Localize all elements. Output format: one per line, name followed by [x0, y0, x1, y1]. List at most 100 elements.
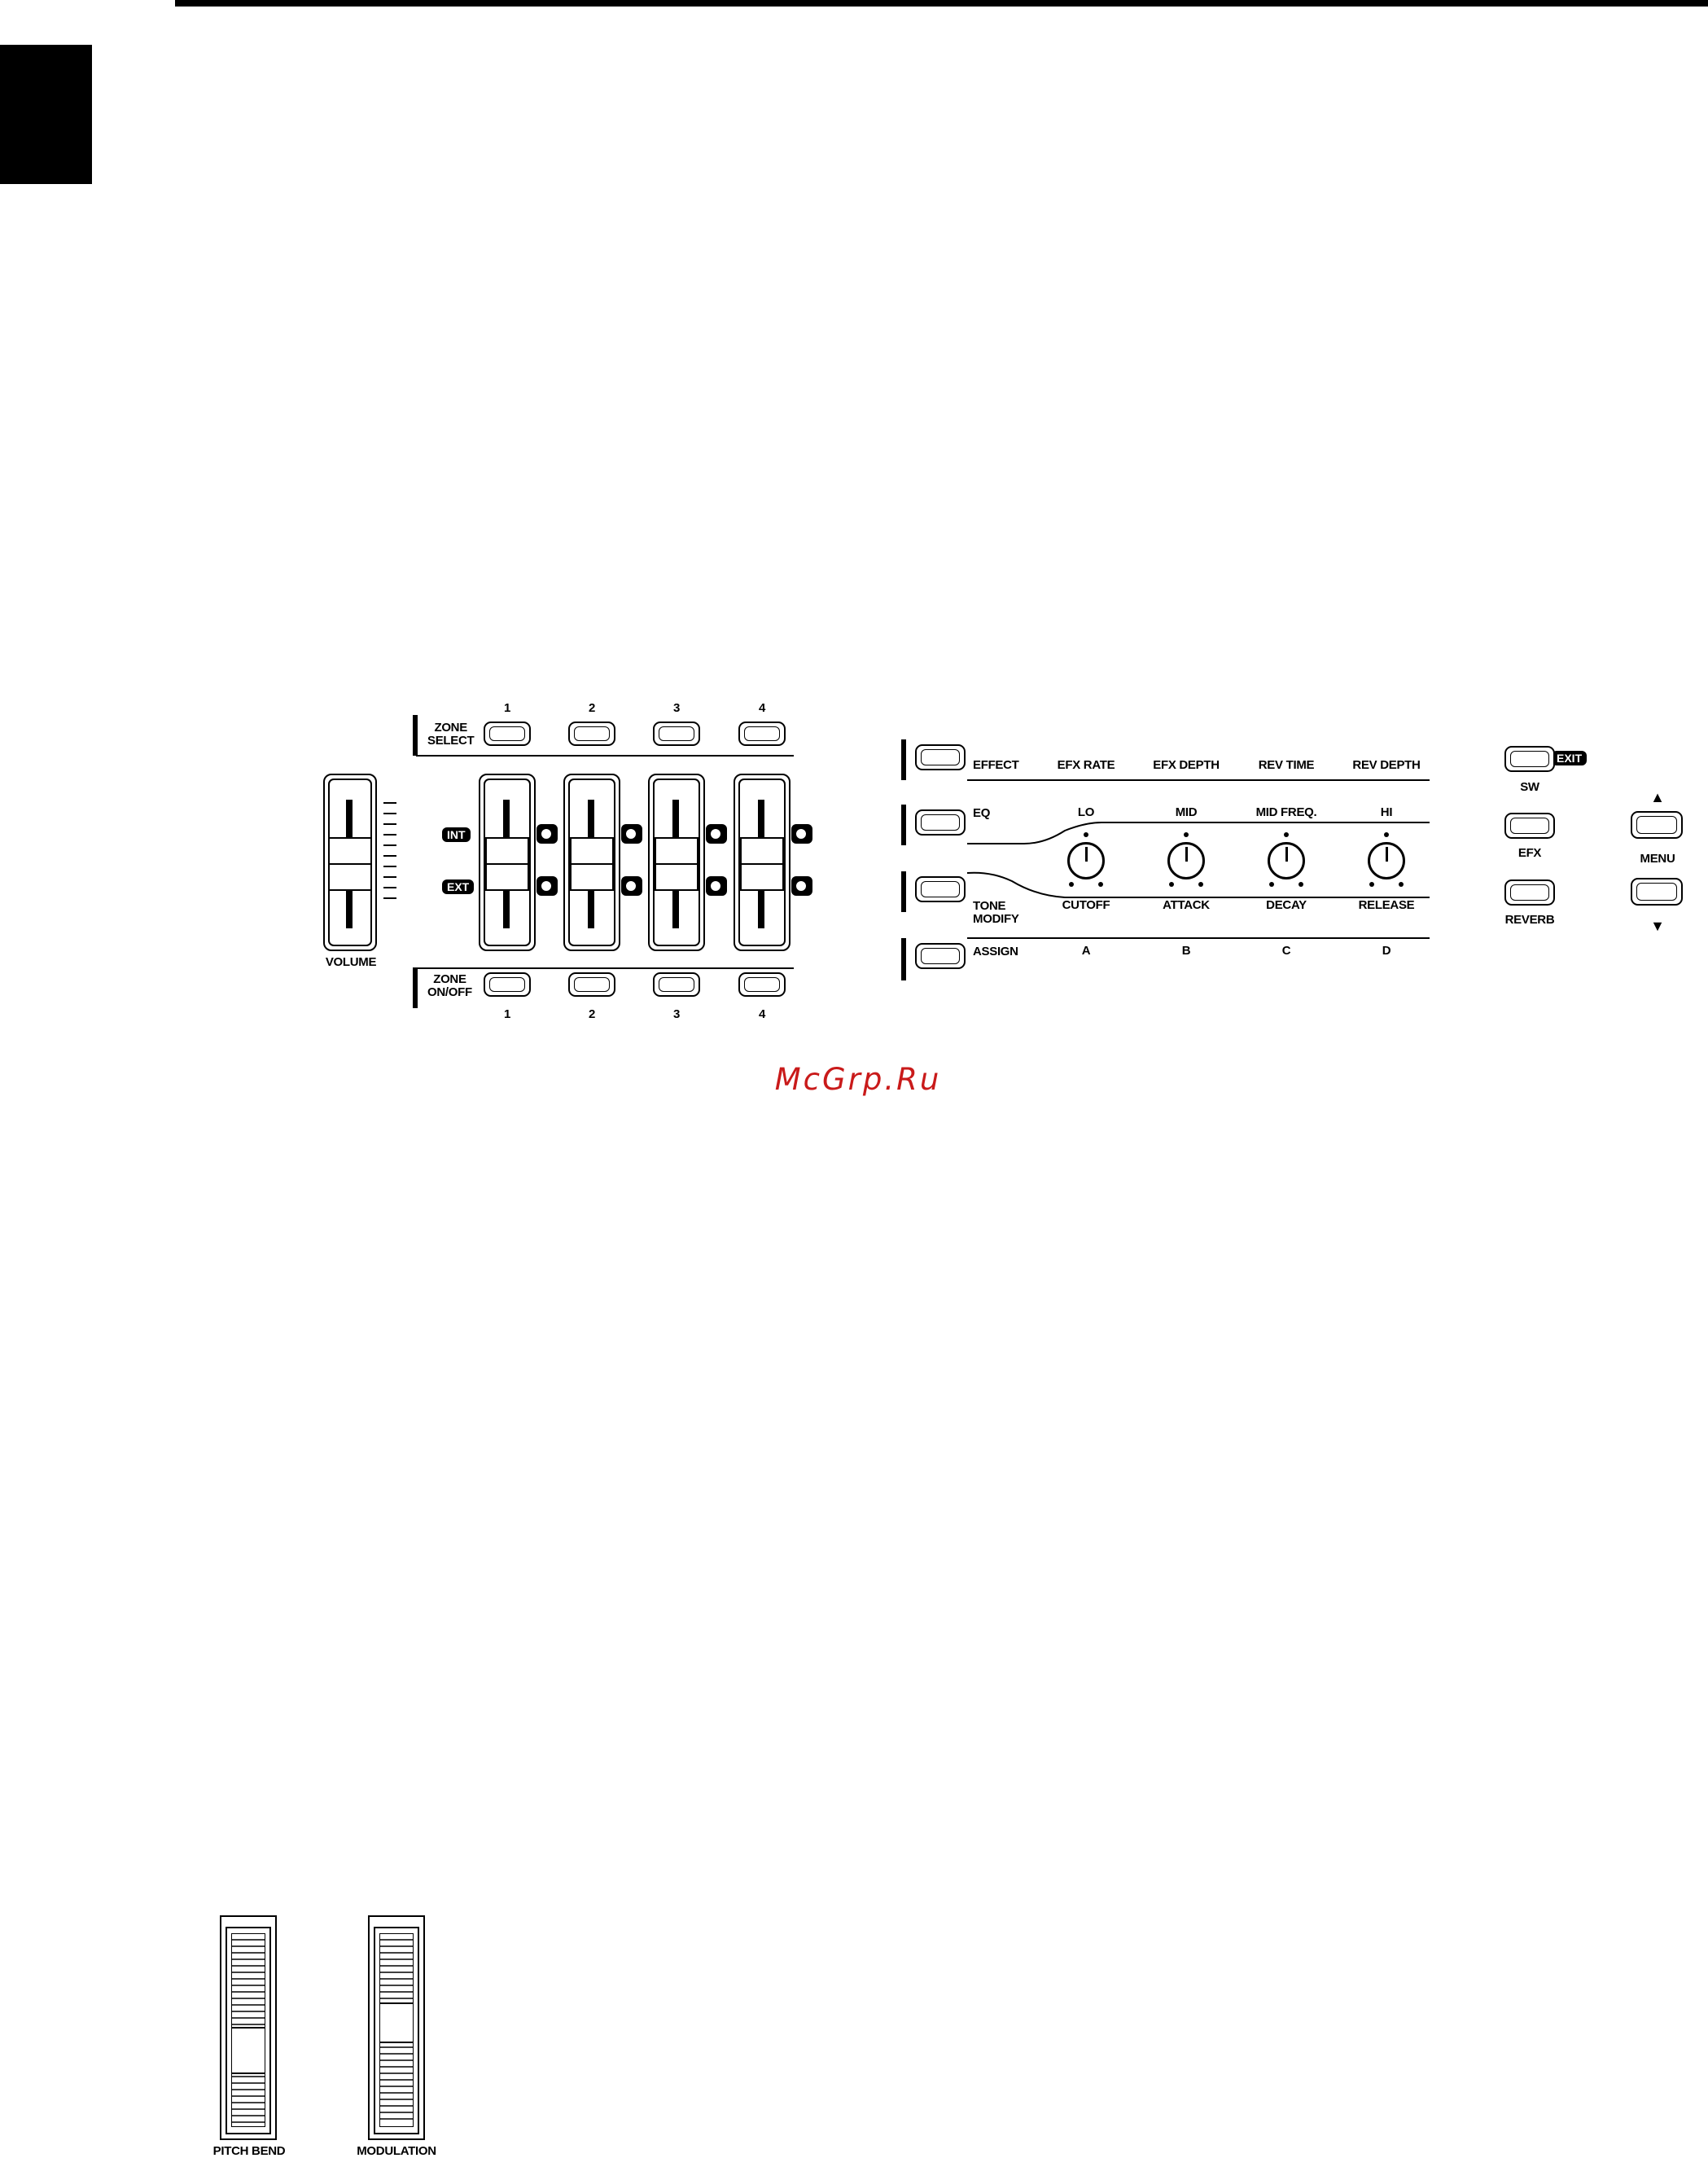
zone-onoff-number: 1: [504, 1008, 510, 1021]
assign-label: ASSIGN: [973, 945, 1018, 958]
zone-select-number: 2: [589, 702, 595, 715]
assign-param: B: [1182, 945, 1191, 958]
volume-slider-knob[interactable]: [328, 837, 372, 891]
knob-max-dot: [1399, 882, 1404, 887]
menu-up-button[interactable]: [1631, 811, 1683, 839]
tone-modify-param: CUTOFF: [1062, 899, 1110, 912]
efx-button[interactable]: [1504, 813, 1555, 839]
zone-select-button-2[interactable]: [568, 722, 615, 746]
zone-slider-1[interactable]: [479, 774, 536, 951]
ext-led-4: [791, 876, 812, 896]
volume-scale: [383, 802, 396, 899]
zone-slider-3[interactable]: [648, 774, 705, 951]
zone-select-number: 3: [673, 702, 680, 715]
zone-onoff-number: 3: [673, 1008, 680, 1021]
ext-label: EXT: [442, 879, 474, 894]
sw-label: SW: [1520, 781, 1539, 794]
knob-3[interactable]: [1268, 842, 1305, 879]
zone-slider-2[interactable]: [563, 774, 620, 951]
eq-param: MID: [1176, 806, 1198, 819]
zone-select-button-4[interactable]: [738, 722, 786, 746]
knob-top-dot: [1084, 832, 1088, 837]
down-arrow-icon: ▼: [1650, 919, 1665, 933]
menu-down-button[interactable]: [1631, 878, 1683, 906]
int-label: INT: [442, 827, 471, 842]
ext-led-2: [621, 876, 642, 896]
knob-min-dot: [1269, 882, 1274, 887]
zone-onoff-number: 4: [759, 1008, 765, 1021]
knob-1[interactable]: [1067, 842, 1105, 879]
zone-slider-knob[interactable]: [570, 837, 614, 891]
assign-param: D: [1382, 945, 1391, 958]
watermark: McGrp.Ru: [775, 1062, 942, 1097]
ext-led-3: [706, 876, 727, 896]
int-led-3: [706, 824, 727, 844]
effect-param: EFX RATE: [1058, 759, 1115, 772]
knob-min-dot: [1369, 882, 1374, 887]
pitch-bend-label: PITCH BEND: [213, 2145, 286, 2158]
int-led-2: [621, 824, 642, 844]
int-led-4: [791, 824, 812, 844]
zone-onoff-button-2[interactable]: [568, 972, 615, 997]
int-led-1: [536, 824, 558, 844]
knob-4[interactable]: [1368, 842, 1405, 879]
zone-onoff-number: 2: [589, 1008, 595, 1021]
zone-onoff-label: ZONEON/OFF: [427, 973, 472, 999]
knob-min-dot: [1169, 882, 1174, 887]
knob-max-dot: [1299, 882, 1303, 887]
tone-modify-param: ATTACK: [1163, 899, 1210, 912]
zone-slider-knob[interactable]: [485, 837, 529, 891]
top-rule: [175, 0, 1708, 7]
knob-top-dot: [1284, 832, 1289, 837]
zone-select-button-3[interactable]: [653, 722, 700, 746]
effect-label: EFFECT: [973, 759, 1019, 772]
volume-slider[interactable]: [323, 774, 377, 951]
efx-label: EFX: [1518, 847, 1541, 860]
modulation-ridges: [379, 1933, 414, 2127]
effect-button[interactable]: [915, 744, 966, 770]
zone-onoff-button-1[interactable]: [484, 972, 531, 997]
modulation-wheel[interactable]: [368, 1915, 425, 2140]
zone-select-number: 4: [759, 702, 765, 715]
assign-param: A: [1082, 945, 1091, 958]
up-arrow-icon: ▲: [1650, 790, 1665, 805]
exit-label: EXIT: [1552, 751, 1587, 765]
zone-select-button-1[interactable]: [484, 722, 531, 746]
zone-slider-knob[interactable]: [655, 837, 699, 891]
zone-slider-knob[interactable]: [740, 837, 784, 891]
assign-param: C: [1282, 945, 1291, 958]
effect-param: REV DEPTH: [1352, 759, 1420, 772]
sw-button[interactable]: [1504, 746, 1555, 772]
zone-onoff-bracket: [413, 967, 418, 1008]
zone-slider-4[interactable]: [734, 774, 790, 951]
eq-param: LO: [1078, 806, 1094, 819]
eq-param: MID FREQ.: [1256, 806, 1317, 819]
modulation-label: MODULATION: [357, 2145, 436, 2158]
tone-modify-param: RELEASE: [1359, 899, 1415, 912]
knob-max-dot: [1098, 882, 1103, 887]
ext-led-1: [536, 876, 558, 896]
zone-select-number: 1: [504, 702, 510, 715]
effect-param: REV TIME: [1259, 759, 1314, 772]
knob-2[interactable]: [1167, 842, 1205, 879]
zone-select-rule: [416, 755, 794, 757]
zone-onoff-rule: [416, 967, 794, 969]
tone-modify-param: DECAY: [1266, 899, 1307, 912]
knob-max-dot: [1198, 882, 1203, 887]
knob-top-dot: [1184, 832, 1189, 837]
assign-button[interactable]: [915, 943, 966, 969]
reverb-button[interactable]: [1504, 879, 1555, 906]
volume-label: VOLUME: [326, 956, 376, 969]
zone-select-bracket: [413, 715, 418, 756]
knob-top-dot: [1384, 832, 1389, 837]
zone-onoff-button-3[interactable]: [653, 972, 700, 997]
pitch-bend-wheel[interactable]: [220, 1915, 277, 2140]
knob-min-dot: [1069, 882, 1074, 887]
menu-label: MENU: [1640, 853, 1675, 866]
pitch-bend-ridges: [231, 1933, 265, 2127]
reverb-label: REVERB: [1505, 914, 1555, 927]
effect-param: EFX DEPTH: [1153, 759, 1219, 772]
eq-param: HI: [1381, 806, 1392, 819]
zone-onoff-button-4[interactable]: [738, 972, 786, 997]
